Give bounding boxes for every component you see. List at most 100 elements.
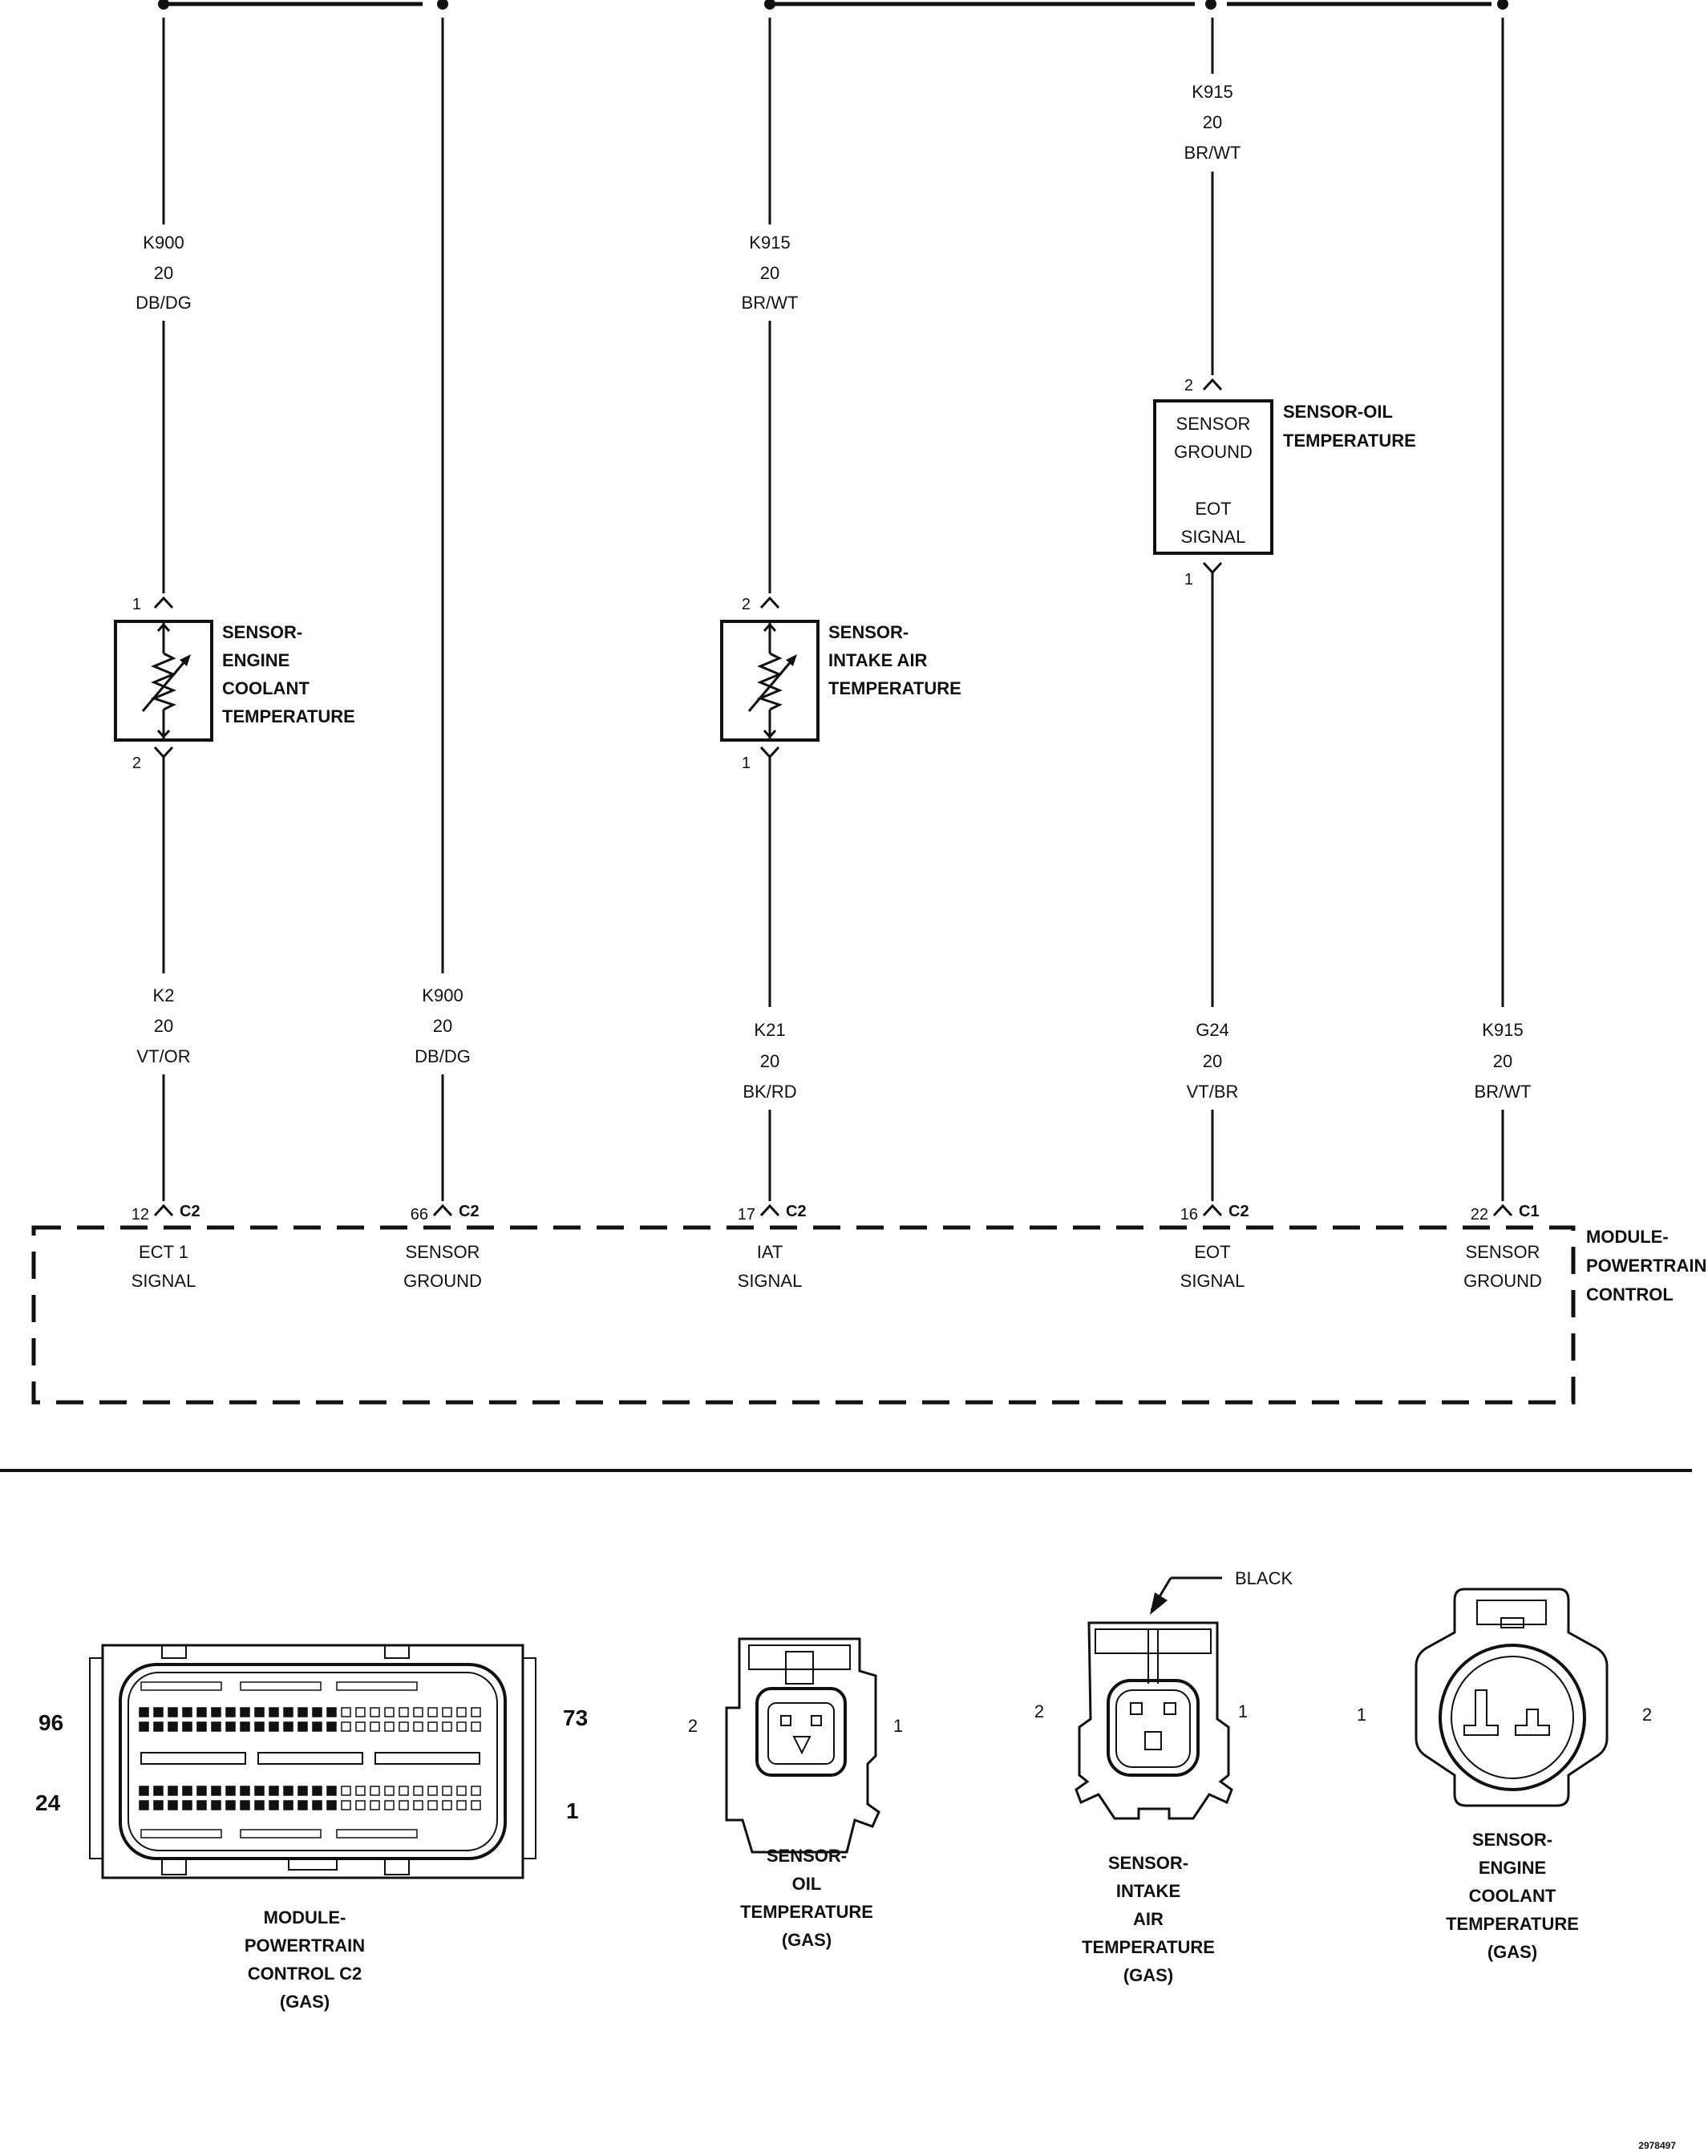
svg-text:SENSOR-: SENSOR- bbox=[1108, 1853, 1188, 1873]
svg-text:(GAS): (GAS) bbox=[1123, 1965, 1173, 1985]
svg-text:K915: K915 bbox=[749, 233, 790, 253]
wire-gauge: 20 bbox=[154, 263, 173, 283]
svg-text:SENSOR-: SENSOR- bbox=[1472, 1830, 1552, 1850]
svg-text:K915: K915 bbox=[1482, 1020, 1523, 1040]
svg-text:BR/WT: BR/WT bbox=[742, 293, 799, 313]
svg-text:SENSOR-: SENSOR- bbox=[828, 622, 909, 642]
svg-text:BK/RD: BK/RD bbox=[743, 1082, 796, 1102]
wire-color: DB/DG bbox=[136, 293, 192, 313]
svg-text:GROUND: GROUND bbox=[1463, 1271, 1542, 1291]
pcm-pin-22: 22 C1 bbox=[1471, 1203, 1540, 1224]
iat-sensor-symbol bbox=[720, 620, 820, 742]
wire-ect-supply: K900 20 DB/DG bbox=[136, 18, 192, 593]
svg-text:VT/BR: VT/BR bbox=[1187, 1082, 1239, 1102]
svg-text:ENGINE: ENGINE bbox=[1479, 1858, 1546, 1878]
ect-pin-top: 1 bbox=[132, 596, 141, 613]
svg-text:DB/DG: DB/DG bbox=[415, 1046, 471, 1066]
eot-pin-bottom: 1 bbox=[1184, 571, 1193, 589]
svg-text:ECT 1: ECT 1 bbox=[139, 1242, 188, 1262]
figure-number: 2978497 bbox=[1638, 2140, 1676, 2151]
svg-text:EOT: EOT bbox=[1194, 1242, 1230, 1262]
pcm-pin-16: 16 C2 bbox=[1180, 1203, 1249, 1224]
iat-conn-callout: BLACK bbox=[1235, 1568, 1293, 1588]
svg-text:C2: C2 bbox=[180, 1203, 200, 1220]
svg-text:CONTROL C2: CONTROL C2 bbox=[248, 1964, 362, 1984]
svg-text:C1: C1 bbox=[1519, 1203, 1540, 1220]
eot-pin-top: 2 bbox=[1184, 377, 1193, 394]
top-bus-left bbox=[158, 0, 448, 10]
svg-text:(GAS): (GAS) bbox=[280, 1992, 330, 2012]
svg-text:17: 17 bbox=[738, 1206, 755, 1224]
svg-text:TEMPERATURE: TEMPERATURE bbox=[828, 678, 961, 698]
pcm-c2-pin-24: 24 bbox=[35, 1790, 61, 1815]
iat-conn-pin-left: 2 bbox=[1034, 1701, 1044, 1721]
wire-g24: G24 20 VT/BR bbox=[1187, 582, 1239, 1201]
svg-text:66: 66 bbox=[411, 1206, 428, 1224]
svg-text:IAT: IAT bbox=[757, 1242, 783, 1262]
svg-text:POWERTRAIN: POWERTRAIN bbox=[1586, 1256, 1706, 1276]
svg-text:K2: K2 bbox=[153, 985, 175, 1005]
svg-text:TEMPERATURE: TEMPERATURE bbox=[222, 706, 355, 726]
pcm-pin-17: 17 C2 bbox=[738, 1203, 807, 1224]
pcm-module-box bbox=[31, 1225, 1576, 1405]
svg-text:SENSOR-OIL: SENSOR-OIL bbox=[1283, 402, 1393, 422]
eot-sensor-label: SENSOR-OIL TEMPERATURE bbox=[1283, 402, 1416, 451]
svg-text:C2: C2 bbox=[459, 1203, 480, 1220]
ect-conn-pin-left: 1 bbox=[1357, 1705, 1366, 1725]
pcm-pin-functions: ECT 1 SIGNAL SENSOR GROUND IAT SIGNAL EO… bbox=[132, 1242, 1542, 1291]
iat-pin-bottom: 1 bbox=[742, 754, 751, 772]
svg-text:POWERTRAIN: POWERTRAIN bbox=[245, 1936, 365, 1956]
svg-text:SIGNAL: SIGNAL bbox=[738, 1271, 803, 1291]
svg-text:12: 12 bbox=[132, 1206, 149, 1224]
svg-text:SIGNAL: SIGNAL bbox=[1181, 527, 1246, 547]
svg-text:INTAKE: INTAKE bbox=[1116, 1881, 1180, 1901]
svg-text:MODULE-: MODULE- bbox=[1586, 1227, 1669, 1247]
svg-text:AIR: AIR bbox=[1133, 1909, 1164, 1929]
ect-sensor-symbol bbox=[114, 620, 213, 742]
svg-text:SIGNAL: SIGNAL bbox=[132, 1271, 196, 1291]
svg-text:BR/WT: BR/WT bbox=[1475, 1082, 1532, 1102]
pcm-c2-pin-73: 73 bbox=[563, 1705, 588, 1730]
wire-k900-ground: K900 20 DB/DG bbox=[415, 18, 471, 1201]
ect-connector-view: 1 2 SENSOR- ENGINE COOLANT TEMPERATURE (… bbox=[1357, 1588, 1652, 1962]
svg-text:EOT: EOT bbox=[1195, 499, 1231, 519]
eot-conn-pin-right: 1 bbox=[893, 1716, 903, 1736]
svg-text:20: 20 bbox=[1203, 1051, 1222, 1071]
ect-sensor-label: SENSOR- ENGINE COOLANT TEMPERATURE bbox=[222, 622, 355, 726]
svg-text:TEMPERATURE: TEMPERATURE bbox=[1082, 1937, 1215, 1957]
svg-text:SENSOR-: SENSOR- bbox=[767, 1846, 847, 1866]
svg-text:CONTROL: CONTROL bbox=[1586, 1284, 1674, 1305]
svg-text:SENSOR-: SENSOR- bbox=[222, 622, 302, 642]
svg-text:20: 20 bbox=[1493, 1051, 1512, 1071]
svg-text:SIGNAL: SIGNAL bbox=[1180, 1271, 1245, 1291]
iat-connector-view: BLACK 2 1 SENSOR- INTAKE AIR TEMPERATURE… bbox=[1034, 1568, 1293, 1985]
svg-text:TEMPERATURE: TEMPERATURE bbox=[740, 1902, 873, 1922]
pcm-c2-pin-96: 96 bbox=[38, 1710, 63, 1735]
svg-text:C2: C2 bbox=[786, 1203, 807, 1220]
svg-text:OIL: OIL bbox=[792, 1874, 822, 1894]
svg-text:K21: K21 bbox=[754, 1020, 785, 1040]
svg-text:16: 16 bbox=[1180, 1206, 1198, 1224]
svg-text:SENSOR: SENSOR bbox=[406, 1242, 480, 1262]
svg-text:INTAKE AIR: INTAKE AIR bbox=[828, 650, 928, 670]
svg-text:(GAS): (GAS) bbox=[782, 1930, 832, 1950]
wire-k915-ground: K915 20 BR/WT bbox=[1475, 18, 1532, 1201]
svg-text:GROUND: GROUND bbox=[403, 1271, 482, 1291]
eot-conn-pin-left: 2 bbox=[688, 1716, 698, 1736]
svg-text:ENGINE: ENGINE bbox=[222, 650, 289, 670]
svg-text:22: 22 bbox=[1471, 1206, 1488, 1224]
iat-pin-top: 2 bbox=[742, 596, 751, 613]
pcm-pin-12: 12 C2 bbox=[132, 1203, 200, 1224]
svg-text:(GAS): (GAS) bbox=[1487, 1942, 1537, 1962]
svg-text:GROUND: GROUND bbox=[1174, 442, 1253, 462]
svg-text:20: 20 bbox=[760, 1051, 779, 1071]
svg-text:BR/WT: BR/WT bbox=[1184, 143, 1241, 163]
svg-text:20: 20 bbox=[433, 1016, 452, 1036]
pcm-module-label: MODULE- POWERTRAIN CONTROL bbox=[1586, 1227, 1706, 1305]
svg-text:COOLANT: COOLANT bbox=[222, 678, 310, 698]
wire-circuit: K900 bbox=[143, 233, 184, 253]
ect-conn-pin-right: 2 bbox=[1642, 1705, 1652, 1725]
iat-conn-pin-right: 1 bbox=[1238, 1701, 1248, 1721]
svg-text:TEMPERATURE: TEMPERATURE bbox=[1283, 431, 1416, 451]
wire-k2: K2 20 VT/OR bbox=[136, 767, 191, 1201]
